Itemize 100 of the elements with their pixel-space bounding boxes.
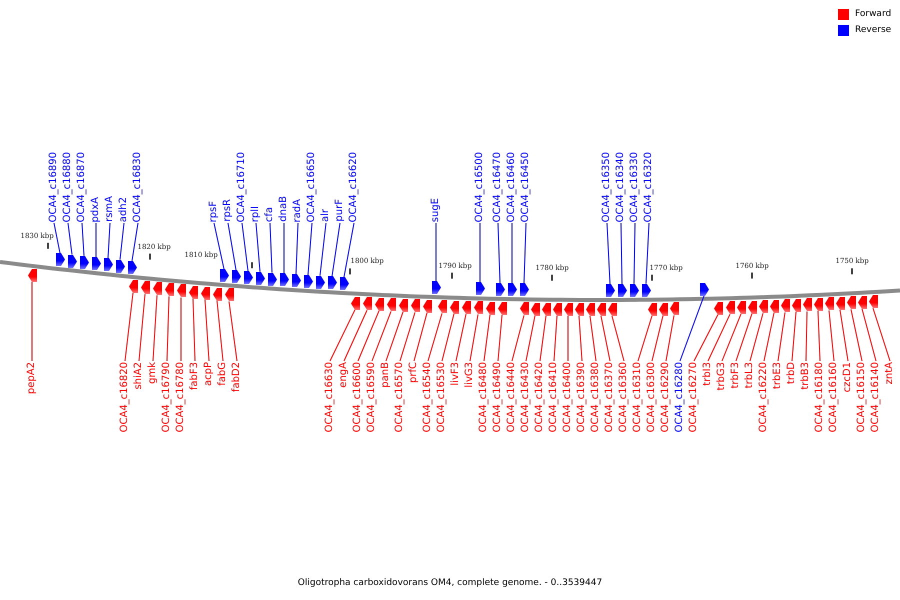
leader-line bbox=[646, 222, 650, 284]
leader-line bbox=[108, 222, 110, 259]
gene-feature bbox=[422, 300, 432, 313]
gene-feature bbox=[498, 302, 506, 315]
gene-feature bbox=[410, 299, 420, 312]
gene-label: OCA4_c16460 bbox=[506, 152, 518, 222]
gene-label: trbB3 bbox=[800, 362, 812, 390]
leader-line bbox=[344, 310, 368, 362]
gene-label: fabG bbox=[217, 362, 229, 386]
gene-feature bbox=[220, 269, 228, 282]
gene-label: OCA4_c16330 bbox=[629, 152, 641, 222]
gene-feature bbox=[770, 300, 778, 313]
leader-line bbox=[840, 309, 848, 362]
gene-label: rpsF bbox=[208, 201, 220, 222]
gene-feature bbox=[658, 302, 668, 316]
gene-feature bbox=[792, 298, 800, 312]
leader-line bbox=[414, 312, 428, 362]
gene-feature bbox=[374, 298, 384, 311]
gene-label: fabD2 bbox=[231, 362, 243, 392]
gene-feature bbox=[212, 288, 222, 300]
leader-line bbox=[330, 309, 356, 362]
gene-feature bbox=[68, 254, 76, 268]
gene-label: OCA4_c16360 bbox=[618, 362, 630, 432]
leader-line bbox=[82, 222, 84, 256]
gene-label: OCA4_c16790 bbox=[161, 362, 173, 432]
gene-label: OCA4_c16290 bbox=[660, 362, 672, 432]
gene-feature bbox=[362, 297, 372, 310]
gene-feature bbox=[496, 282, 504, 296]
gene-feature bbox=[618, 284, 626, 297]
leader-line bbox=[120, 222, 124, 260]
leader-line bbox=[638, 315, 652, 362]
leader-line bbox=[792, 311, 796, 362]
gene-label: OCA4_c16620 bbox=[348, 152, 360, 222]
gene-feature bbox=[476, 282, 484, 296]
gene-label: engA bbox=[338, 362, 350, 388]
gene-feature bbox=[586, 302, 594, 316]
leader-line bbox=[666, 314, 674, 362]
gene-feature bbox=[868, 295, 878, 308]
gene-feature bbox=[574, 302, 584, 316]
gene-feature bbox=[232, 270, 240, 283]
gene-label: OCA4_c16270 bbox=[688, 362, 700, 432]
gene-feature bbox=[520, 302, 528, 316]
gene-label: radA bbox=[292, 199, 304, 222]
gene-label: OCA4_c16400 bbox=[562, 362, 574, 432]
gene-label: trbD bbox=[786, 362, 798, 384]
gene-feature bbox=[244, 270, 252, 284]
leader-line bbox=[590, 316, 596, 362]
gene-feature bbox=[630, 284, 638, 297]
gene-feature bbox=[116, 260, 124, 273]
gene-feature bbox=[280, 273, 288, 286]
leader-line bbox=[152, 294, 158, 362]
gene-feature bbox=[104, 258, 112, 272]
leader-line bbox=[818, 310, 820, 362]
leader-line bbox=[332, 222, 340, 277]
gene-feature bbox=[80, 256, 88, 269]
gene-feature bbox=[450, 300, 458, 314]
leader-line bbox=[862, 308, 876, 362]
leader-line bbox=[270, 222, 272, 274]
gene-feature bbox=[128, 280, 138, 293]
gene-feature bbox=[328, 276, 336, 290]
gene-feature bbox=[858, 296, 866, 309]
gene-label: trbF3 bbox=[730, 362, 742, 388]
leader-line bbox=[708, 314, 730, 362]
leader-line bbox=[524, 222, 526, 284]
gene-feature bbox=[350, 296, 360, 310]
leader-line bbox=[526, 315, 536, 362]
gene-label: zntA bbox=[884, 362, 896, 384]
gene-label: adh2 bbox=[118, 197, 130, 222]
leader-line bbox=[296, 222, 298, 275]
leader-line bbox=[850, 308, 862, 362]
legend-label: Reverse bbox=[855, 25, 892, 36]
leader-line bbox=[828, 310, 834, 362]
gene-feature bbox=[316, 276, 324, 289]
gene-label: OCA4_c16180 bbox=[814, 362, 826, 432]
leader-line bbox=[204, 299, 210, 362]
gene-feature bbox=[736, 300, 746, 314]
gene-feature bbox=[648, 302, 656, 316]
leader-line bbox=[512, 314, 524, 362]
gene-feature bbox=[152, 282, 162, 296]
leader-line bbox=[242, 222, 248, 272]
gene-label: OCA4_c16410 bbox=[548, 362, 560, 432]
gene-feature bbox=[92, 257, 100, 270]
leader-line bbox=[554, 315, 558, 362]
gene-label: alr bbox=[320, 209, 332, 222]
leader-line bbox=[228, 300, 238, 362]
leader-line bbox=[320, 222, 326, 276]
gene-feature bbox=[128, 260, 136, 274]
gene-label: trbI3 bbox=[702, 362, 714, 386]
gene-label: OCA4_c16300 bbox=[646, 362, 658, 432]
gene-label: OCA4_c16430 bbox=[520, 362, 532, 432]
gene-label: rplI bbox=[250, 206, 262, 222]
leader-line bbox=[400, 312, 416, 362]
gene-feature bbox=[714, 302, 722, 315]
leader-line bbox=[428, 312, 442, 362]
leader-line bbox=[600, 316, 610, 362]
gene-label: OCA4_c16220 bbox=[758, 362, 770, 432]
legend-label: Forward bbox=[855, 9, 892, 20]
leader-line bbox=[442, 313, 454, 362]
leader-line bbox=[214, 222, 224, 270]
gene-label: fabF3 bbox=[189, 362, 201, 390]
